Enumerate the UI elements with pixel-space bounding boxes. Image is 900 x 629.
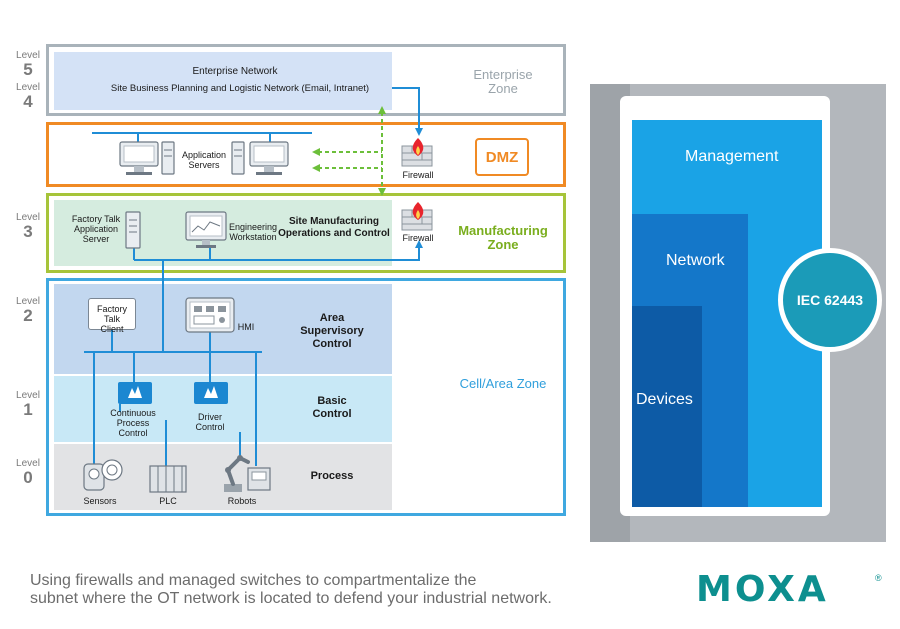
factory-talk-app-server-label: Factory Talk Application Server xyxy=(71,214,121,244)
level-3-label: Level 3 xyxy=(16,212,40,241)
enterprise-network-label: Enterprise Network xyxy=(192,66,278,77)
process-label: Process xyxy=(310,470,354,482)
level-1-label: Level 1 xyxy=(16,390,40,419)
driver-control-icon xyxy=(194,382,228,404)
plc-label: PLC xyxy=(159,496,177,506)
factory-talk-server-icon xyxy=(125,211,141,249)
continuous-process-control-icon xyxy=(118,382,152,404)
hmi-icon xyxy=(185,297,235,333)
area-supervisory-control-label: Area Supervisory Control xyxy=(300,312,364,350)
site-operations-label: Site Manufacturing Operations and Contro… xyxy=(278,216,390,239)
driver-control-label: Driver Control xyxy=(195,412,225,432)
continuous-process-control-label: Continuous Process Control xyxy=(110,408,156,438)
moxa-logo: MOXA xyxy=(696,569,829,610)
application-server-left-icon xyxy=(119,141,175,175)
level-5-label: Level 5 xyxy=(16,50,40,79)
arrow-down-icon xyxy=(415,128,423,136)
hmi-label: HMI xyxy=(237,322,255,332)
manufacturing-firewall-label: Firewall xyxy=(402,233,434,243)
enterprise-to-firewall-line xyxy=(392,87,420,130)
manufacturing-bus-line xyxy=(134,246,420,261)
application-server-right-icon xyxy=(231,141,289,175)
application-servers-label: Application Servers xyxy=(181,150,227,170)
basic-control-label: Basic Control xyxy=(312,395,352,420)
enterprise-zone-box xyxy=(46,44,566,116)
dmz-badge: DMZ xyxy=(475,138,529,176)
caption-text: Using firewalls and managed switches to … xyxy=(30,572,552,607)
manufacturing-firewall-icon xyxy=(401,202,433,231)
sensors-label: Sensors xyxy=(83,496,117,506)
factory-talk-client-box: Factory Talk Client xyxy=(88,298,136,334)
cell-area-zone-box xyxy=(46,278,566,516)
iec-62443-badge: IEC 62443 xyxy=(778,248,882,352)
devices-label: Devices xyxy=(636,391,693,408)
plc-icon xyxy=(149,465,187,493)
dmz-firewall-icon xyxy=(401,138,433,167)
engineering-workstation-icon xyxy=(185,211,227,248)
engineering-workstation-label: Engineering Workstation xyxy=(228,222,278,242)
level-2-label: Level 2 xyxy=(16,296,40,325)
dmz-firewall-label: Firewall xyxy=(402,170,434,180)
dmz-zone-box xyxy=(46,122,566,187)
enterprise-network-subtitle: Site Business Planning and Logistic Netw… xyxy=(110,83,370,94)
manufacturing-zone-box xyxy=(46,193,566,273)
management-label: Management xyxy=(685,148,779,165)
registered-mark: ® xyxy=(875,573,882,583)
enterprise-network-band xyxy=(54,52,392,110)
manufacturing-zone-title: Manufacturing Zone xyxy=(458,223,548,252)
enterprise-zone-title: Enterprise Zone xyxy=(473,67,533,96)
devices-layer xyxy=(632,306,702,507)
robots-icon xyxy=(224,455,271,492)
level-4-label: Level 4 xyxy=(16,82,40,111)
level-0-label: Level 0 xyxy=(16,458,40,487)
network-label: Network xyxy=(666,252,725,269)
robots-label: Robots xyxy=(227,496,257,506)
sensors-icon xyxy=(83,459,123,491)
cell-area-zone-title: Cell/Area Zone xyxy=(459,376,547,391)
factory-talk-client-label: Factory Talk Client xyxy=(96,304,127,334)
